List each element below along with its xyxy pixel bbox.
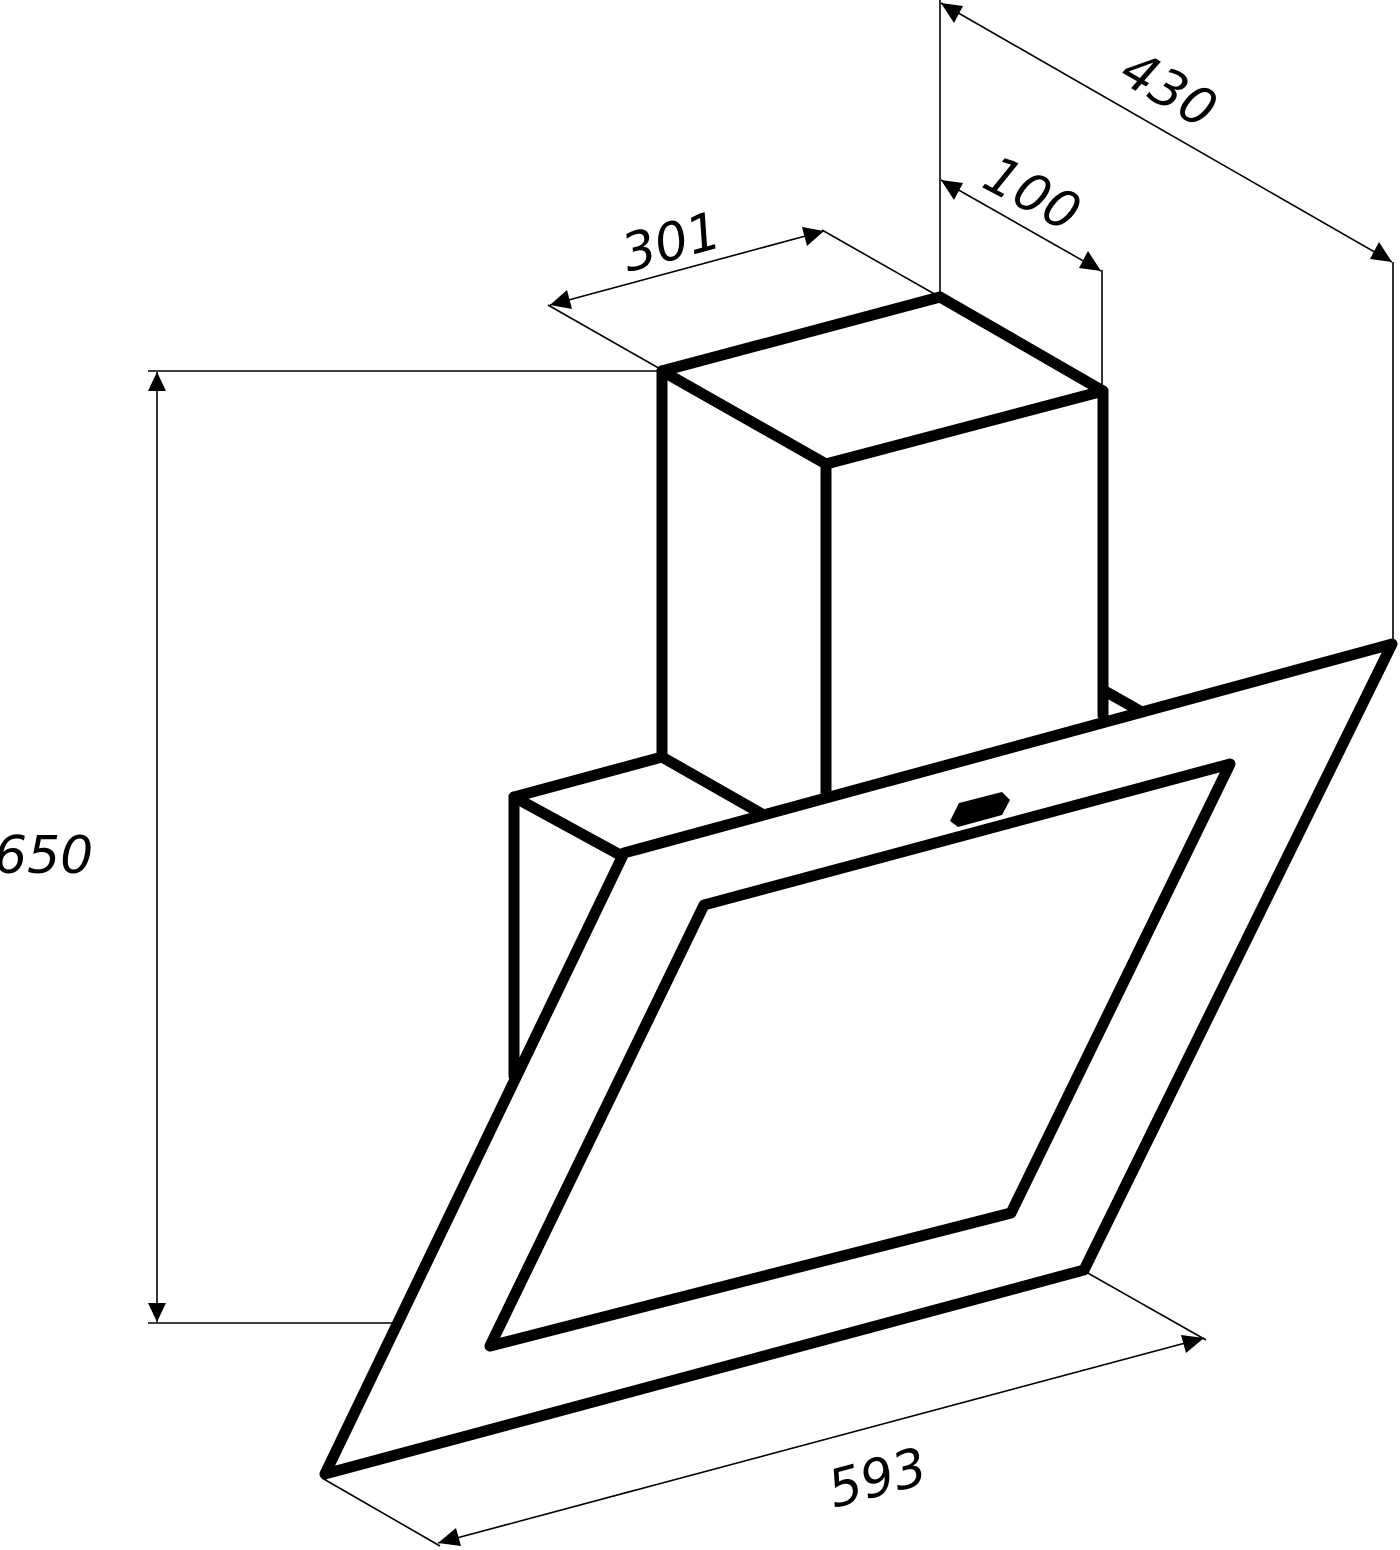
total-depth-dimension-line — [941, 3, 1392, 262]
chimney-base-right-stub — [1103, 690, 1140, 711]
housing-top-edge — [514, 757, 662, 797]
chimney-width-label: 301 — [616, 201, 727, 285]
height-arrow-bottom — [148, 1303, 166, 1322]
chimney-depth-dimension: 100 — [940, 0, 1102, 388]
chimney-base-left — [662, 757, 762, 814]
housing-left-return — [514, 797, 622, 856]
height-label: 650 — [0, 826, 93, 886]
chimney-top-face — [662, 297, 1103, 464]
chimney-width-extension-right — [822, 230, 938, 296]
height-dimension: 650 — [0, 371, 660, 1323]
glass-panel-inner — [490, 764, 1230, 1346]
width-label: 593 — [822, 1437, 933, 1521]
chimney-depth-label: 100 — [974, 145, 1090, 245]
height-arrow-top — [148, 372, 166, 391]
total-depth-label: 430 — [1111, 39, 1227, 141]
chimney-width-arrow-right — [802, 227, 824, 246]
width-extension-right — [1086, 1272, 1206, 1340]
width-dimension-line — [438, 1338, 1204, 1543]
width-arrow-left — [438, 1528, 461, 1546]
hood-outline — [325, 297, 1392, 1474]
total-depth-dimension: 430 — [941, 3, 1393, 640]
width-dimension: 593 — [322, 1272, 1206, 1546]
chimney-width-extension-left — [548, 305, 662, 370]
chimney-width-arrow-left — [550, 290, 572, 309]
width-extension-left — [322, 1478, 440, 1546]
width-arrow-right — [1181, 1335, 1204, 1353]
